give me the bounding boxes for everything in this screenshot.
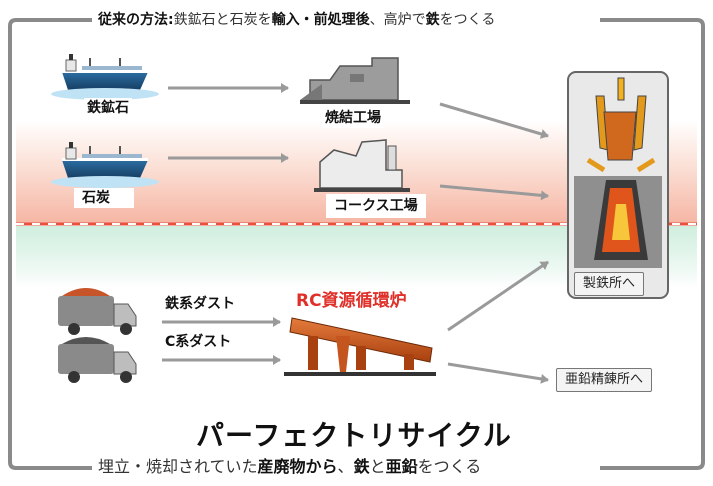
footer-bold-2: 鉄 [353,457,370,476]
footer-bold-3: 亜鉛 [385,457,418,476]
perfect-recycle-title: パーフェクトリサイクル [196,419,512,452]
outer-frame [8,18,705,470]
header-caption: 従来の方法:鉄鉱石と石炭を輸入・前処理後、高炉で鉄をつくる [92,10,502,30]
ore-ship-icon [51,54,159,100]
sinter-plant-label: 焼結工場 [322,108,384,128]
truck-icon-2 [58,337,137,383]
iron-dust-label: 鉄系ダスト [165,296,235,312]
footer-caption: 埋立・焼却されていた産廃物から、鉄と亜鉛をつくる [92,456,488,478]
coal-label: 石炭 [74,188,134,208]
sinter-plant-icon [300,57,410,104]
rc-furnace-icon [284,317,436,376]
footer-part-2: 、 [337,457,354,476]
header-bold-2: 鉄 [425,12,440,28]
steelworks-icon [567,71,669,299]
to-zinc-refinery-box: 亜鉛精錬所へ [556,368,653,392]
header-part-2: 、高炉で [369,12,426,28]
footer-part-3: と [369,457,386,476]
coke-plant-label: コークス工場 [326,194,426,218]
footer-part-1: 埋立・焼却されていた [98,457,258,476]
header-part-3: をつくる [439,12,496,28]
coke-plant-icon [314,139,410,192]
iron-ore-label: 鉄鉱石 [84,98,132,118]
footer-bold-1: 産廃物から [257,457,338,476]
flow-arrows [162,83,549,384]
to-steelworks-box: 製鉄所へ [574,272,645,296]
header-part-1: 鉄鉱石と石炭を [173,12,272,28]
c-dust-label: C系ダスト [165,334,232,350]
coal-ship-icon [51,142,159,188]
header-bold-1: 輸入・前処理後 [271,12,370,28]
header-prefix: 従来の方法: [98,12,174,28]
truck-icon-1 [58,288,137,335]
rc-furnace-label: RC資源循環炉 [296,291,407,311]
footer-part-4: をつくる [417,457,482,476]
